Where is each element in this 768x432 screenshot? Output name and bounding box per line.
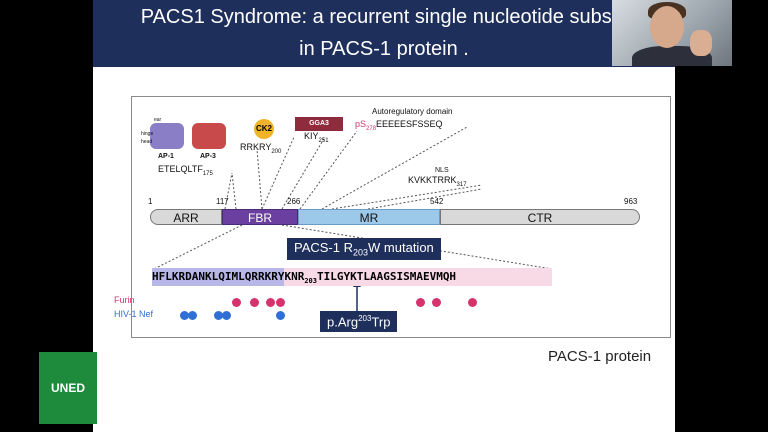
nls-label: NLS [435,167,449,174]
motif-kiy251: KIY251 [304,131,329,144]
domain-arr: ARR [150,209,222,225]
hiv-label: HIV-1 Nef [114,309,154,319]
parg-suffix: Trp [371,314,391,330]
ps-sub: 278 [366,125,377,132]
gga3-badge: GGA3 [295,117,343,131]
hiv-nef-dot [180,311,189,320]
hiv-nef-dot [276,311,285,320]
kvkk-sub: 317 [456,181,467,188]
slide-title-line-1: PACS1 Syndrome: a recurrent single nucle… [140,6,628,28]
pacs1-protein-caption: PACS-1 protein [548,348,652,365]
pacs1-figure: ear hinge head AP-1 AP-3 CK2 GGA3 Autore… [114,96,671,338]
ap1-label: AP-1 [158,153,174,160]
p-arg203trp-label: p.Arg203Trp [320,311,398,333]
furin-label: Furin [114,295,135,305]
furin-dot [416,298,425,307]
adaptor-hinge-label: hinge [141,131,154,137]
position-1: 1 [148,197,153,206]
sequence-highlight-left [152,268,284,286]
presenter-head [650,6,684,48]
position-963: 963 [624,197,638,206]
parg-sup: 203 [358,314,372,323]
mutation-suffix: W mutation [368,240,434,255]
sequence-right: TILGYKTLAAGSISMAEVMQH [316,270,457,283]
furin-dot [232,298,241,307]
sequence-left: HFLKRDANKLQIMLQ [152,270,252,283]
parg-prefix: p.Arg [327,314,359,330]
sequence-text: HFLKRDANKLQIMLQRRKRYKNR203TILGYKTLAAGSIS… [152,270,456,285]
rrk-sub: 200 [271,148,282,155]
domain-mr: MR [298,209,440,225]
hiv-nef-dot [214,311,223,320]
presenter-hand [690,30,712,56]
ps-prefix: pS [355,119,367,129]
sequence-sub: 203 [304,277,317,286]
uned-logo: UNED [39,352,97,424]
ap3-label: AP-3 [200,153,216,160]
slide-title-bar [93,0,675,67]
hiv-nef-dot [188,311,197,320]
autoregulatory-domain-label: Autoregulatory domain [372,107,453,116]
kvkk-text: KVKKTRRK [408,175,457,185]
motif-rrkry200: RRKRY200 [240,142,281,155]
presenter-webcam [612,0,732,66]
domain-ctr: CTR [440,209,640,225]
position-117: 117 [216,197,229,206]
ck2-badge: CK2 [254,119,274,139]
mutation-sub: 203 [353,247,369,258]
ap1-adaptor-icon [150,123,184,149]
eteq-text: ETELQLTF [158,164,203,174]
sequence-mid: RRKRYKNR [251,270,305,283]
rrk-text: RRKRY [240,142,272,152]
furin-dot [432,298,441,307]
furin-dot [468,298,477,307]
eteq-sub: 175 [202,170,213,177]
motif-ps278: pS278EEEEESFSSEQ [355,119,443,132]
ap3-adaptor-icon [192,123,226,149]
position-542: 542 [430,197,444,206]
mutation-label: PACS-1 R203W mutation [287,238,441,260]
adaptor-ear-label: ear [154,117,162,123]
ps-rest: EEEEESFSSEQ [376,119,443,129]
domain-fbr: FBR [222,209,298,225]
mutation-prefix: PACS-1 R [294,240,353,255]
position-266: 266 [287,197,301,206]
sequence-highlight-right [284,268,552,286]
furin-dot [266,298,275,307]
adaptor-head-label: head [141,139,153,145]
kiy-text: KIY [304,131,319,141]
motif-kvkk317: KVKKTRRK317 [408,175,467,188]
kiy-sub: 251 [318,137,329,144]
furin-dot [250,298,259,307]
furin-dot [276,298,285,307]
hiv-nef-dot [222,311,231,320]
motif-eteq175: ETELQLTF175 [158,164,213,177]
slide-title-line-2: in PACS-1 protein . [299,38,469,60]
